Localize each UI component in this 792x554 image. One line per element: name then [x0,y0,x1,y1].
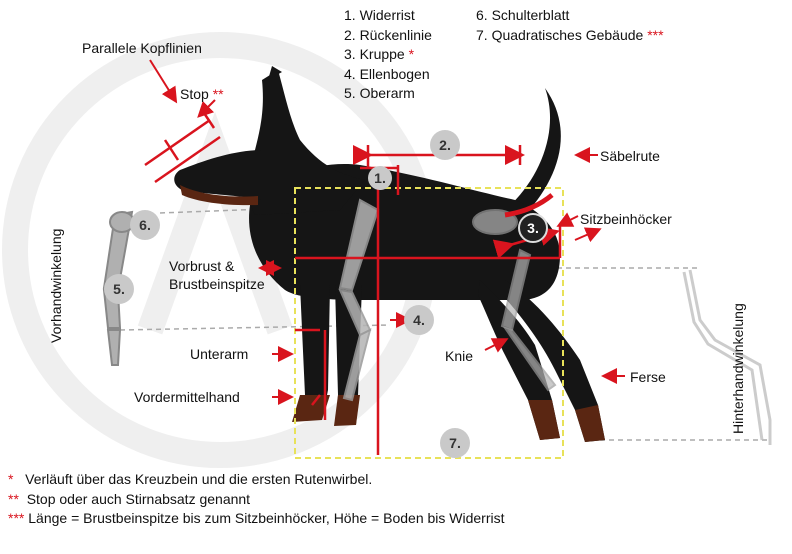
label-vorbrust: Vorbrust & [169,258,235,274]
legend-item: 7. Quadratisches Gebäude *** [476,26,664,43]
square-frame [294,187,564,459]
footnote: *** Länge = Brustbeinspitze bis zum Sitz… [8,510,505,526]
label-ferse: Ferse [630,369,666,385]
legend-column-1: 1. Widerrist 2. Rückenlinie 3. Kruppe * … [344,6,432,104]
label-stop: Stop ** [180,86,224,102]
footnote: * Verläuft über das Kreuzbein und die er… [8,471,373,487]
label-hinterhandwinkelung: Hinterhandwinkelung [730,303,746,434]
label-sitzbeinhoecker: Sitzbeinhöcker [580,211,672,227]
badge-7: 7. [440,428,470,458]
legend-item: 5. Oberarm [344,85,415,101]
legend-item: 4. Ellenbogen [344,65,430,82]
pointer-arrows [149,59,625,405]
badge-1: 1. [368,166,392,190]
legend-item: 2. Rückenlinie [344,26,432,43]
legend-item: 1. Widerrist [344,7,415,23]
hindhand-bones [682,269,772,445]
legend-item: 6. Schulterblatt [476,7,570,23]
label-brustbeinspitze: Brustbeinspitze [169,276,265,292]
badge-6: 6. [130,210,160,240]
legend-item: 3. Kruppe * [344,46,415,62]
label-unterarm: Unterarm [190,346,249,362]
footnotes: * Verläuft über das Kreuzbein und die er… [8,470,505,529]
dog-silhouette [174,66,605,442]
badge-4: 4. [404,305,434,335]
badge-2: 2. [430,130,460,160]
badge-3: 3. [518,213,548,243]
measurement-lines [144,109,562,455]
label-vorhandwinkelung: Vorhandwinkelung [48,228,64,343]
legend-column-2: 6. Schulterblatt 7. Quadratisches Gebäud… [476,6,664,45]
badge-5: 5. [104,274,134,304]
label-parallele-kopflinien: Parallele Kopflinien [82,40,202,56]
footnote: ** Stop oder auch Stirnabsatz genannt [8,490,251,507]
label-saebelrute: Säbelrute [600,148,660,164]
label-vordermittelhand: Vordermittelhand [134,389,240,405]
label-knie: Knie [445,348,474,364]
